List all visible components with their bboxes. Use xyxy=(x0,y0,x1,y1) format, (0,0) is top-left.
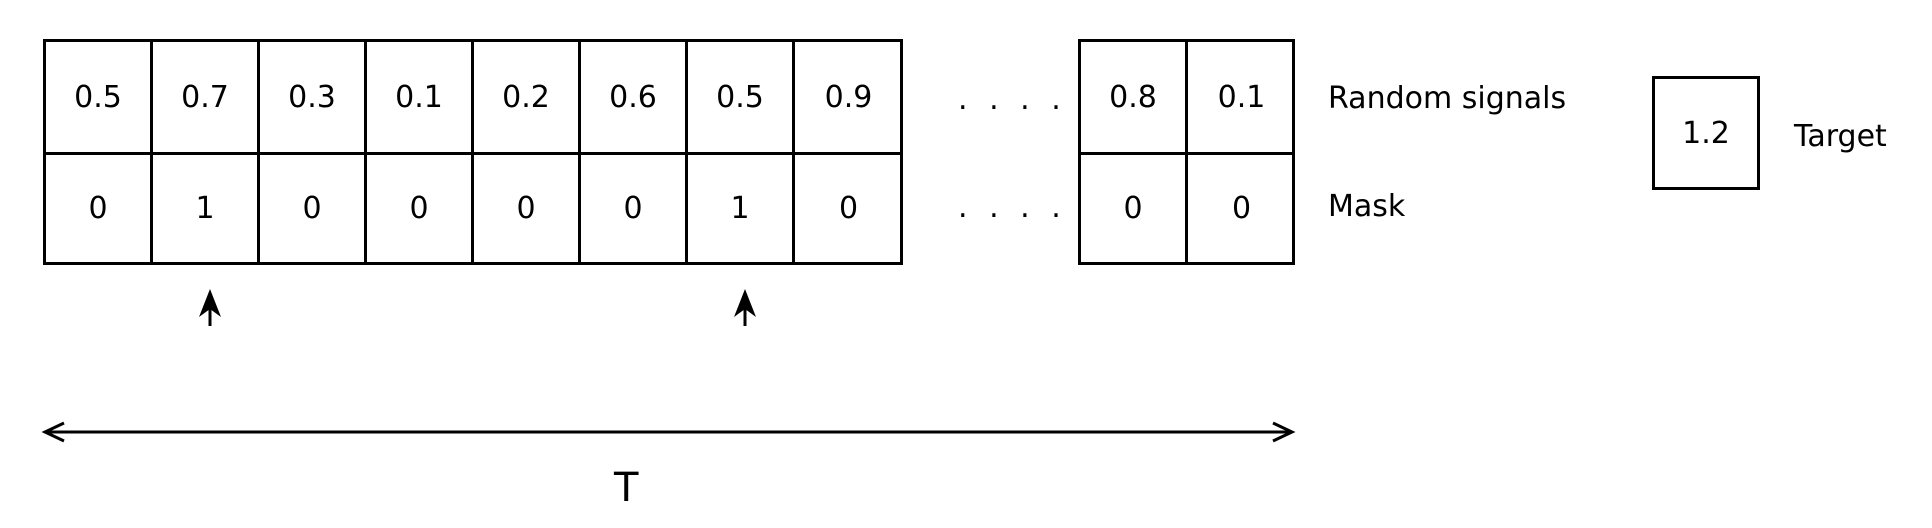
signal-cell-7: 0.5 xyxy=(688,42,795,155)
mask-label: Mask xyxy=(1328,189,1406,224)
sequence-length-arrow xyxy=(41,421,1296,443)
sequence-length-label: T xyxy=(614,465,639,511)
signal-cell-tail-1: 0.8 xyxy=(1081,42,1188,155)
signal-cell-tail-2: 0.1 xyxy=(1188,42,1295,155)
mask-cell-1: 0 xyxy=(46,155,153,262)
mask-cell-tail-2: 0 xyxy=(1231,191,1252,226)
mask-cell-2: 1 xyxy=(153,155,260,262)
mask-cell-6: 0 xyxy=(581,155,688,262)
signal-cell-6: 0.6 xyxy=(581,42,688,155)
mask-cell-3: 0 xyxy=(260,155,367,262)
mask-pointer-arrow-2 xyxy=(734,289,756,326)
mask-cell-8: 0 xyxy=(838,191,859,226)
target-value: 1.2 xyxy=(1682,115,1730,151)
mask-cell-7: 1 xyxy=(688,155,795,262)
target-box: 1.2 xyxy=(1652,76,1760,190)
target-label: Target xyxy=(1794,119,1887,154)
signal-cell-1: 0.5 xyxy=(46,42,153,155)
mask-ellipsis: . . . . xyxy=(958,190,1067,225)
signal-cell-3: 0.3 xyxy=(260,42,367,155)
mask-cell-5: 0 xyxy=(474,155,581,262)
random-signals-label: Random signals xyxy=(1328,81,1567,116)
mask-cell-4: 0 xyxy=(367,155,474,262)
mask-pointer-arrow-1 xyxy=(199,289,221,326)
signal-cell-8: 0.9 xyxy=(795,42,902,155)
signal-cell-4: 0.1 xyxy=(367,42,474,155)
signal-cell-5: 0.2 xyxy=(474,42,581,155)
signals-ellipsis: . . . . xyxy=(958,82,1067,117)
signal-cell-2: 0.7 xyxy=(153,42,260,155)
mask-cell-tail-1: 0 xyxy=(1081,155,1188,262)
